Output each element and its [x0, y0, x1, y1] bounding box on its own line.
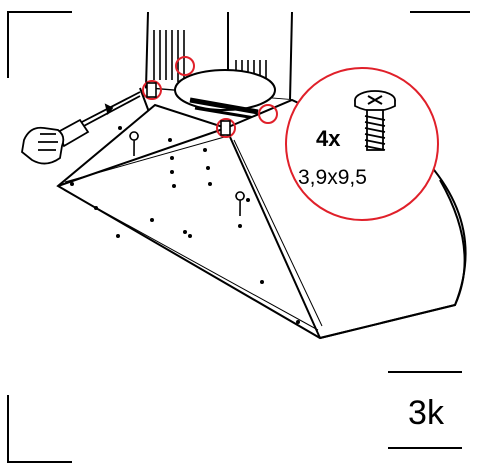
screwdriver-icon	[56, 91, 141, 148]
canopy-holes	[70, 126, 300, 324]
step-label: 3k	[408, 394, 445, 432]
screw-dimension: 3,9x9,5	[298, 166, 367, 189]
screw-quantity: 4x	[316, 126, 341, 151]
screw-callout: 4x 3,9x9,5	[285, 67, 439, 221]
chimney-vent-left	[153, 30, 185, 84]
screw-callout-circle	[285, 67, 439, 221]
fixing-point-highlights	[142, 56, 278, 138]
frame-corner-marks	[7, 11, 470, 463]
keyhole-slots	[129, 131, 245, 217]
fixing-point-highlight	[142, 80, 162, 100]
fixing-point-highlight	[216, 118, 236, 138]
hand-icon	[21, 126, 65, 165]
fixing-point-highlight	[258, 104, 278, 124]
fixing-point-highlight	[175, 56, 195, 76]
fixing-brackets	[146, 82, 231, 136]
filter-panel	[319, 179, 466, 339]
screw-icon	[354, 90, 396, 151]
